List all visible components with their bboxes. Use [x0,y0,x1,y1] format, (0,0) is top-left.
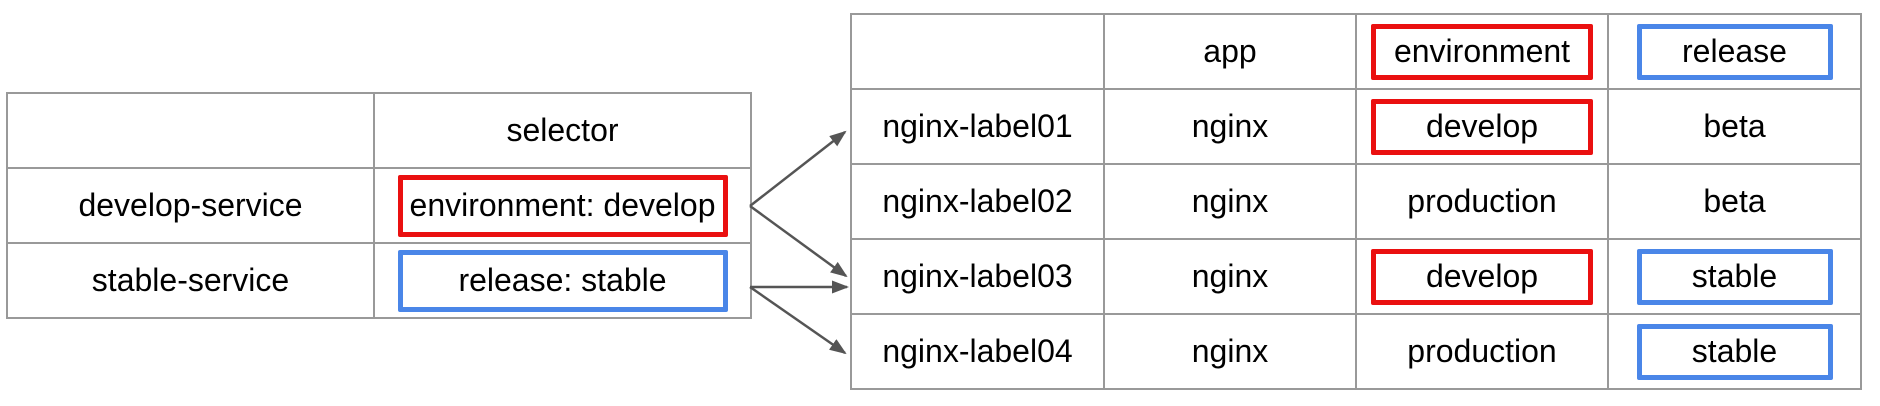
service-name-cell: stable-service [6,242,375,319]
pods-header-empty-cell [850,13,1105,90]
pods-table: app environment release nginx-label01 ng… [850,13,1862,390]
pod-environment-cell: production [1355,163,1609,240]
arrow-develop-service-selector-to-nginx-label03 [749,204,848,278]
release-header-highlight-box: release [1636,23,1833,80]
pods-header-release-cell: release [1607,13,1862,90]
service-selector-cell: environment: develop [373,167,752,244]
pod-release-cell: beta [1607,163,1862,240]
service-name-cell: develop-service [6,167,375,244]
pod-app-cell: nginx [1103,163,1357,240]
environment-highlight-box: develop [1371,98,1593,155]
arrow-develop-service-selector-to-nginx-label01 [749,130,847,207]
table-row: nginx-label02 nginx production beta [850,163,1862,240]
arrow-stable-service-selector-to-nginx-label04 [749,285,847,355]
table-row: nginx-label04 nginx production stable [850,313,1862,390]
services-header-empty-cell [6,92,375,169]
pod-name-cell: nginx-label03 [850,238,1105,315]
selector-highlight-box-red: environment: develop [397,174,728,237]
table-row: nginx-label01 nginx develop beta [850,88,1862,165]
pod-name-cell: nginx-label01 [850,88,1105,165]
services-table: selector develop-service environment: de… [6,92,752,319]
pod-release-cell: beta [1607,88,1862,165]
service-selector-cell: release: stable [373,242,752,319]
pod-release-cell: stable [1607,313,1862,390]
table-row: nginx-label03 nginx develop stable [850,238,1862,315]
pod-name-cell: nginx-label04 [850,313,1105,390]
services-header-selector-cell: selector [373,92,752,169]
pods-header-app-cell: app [1103,13,1357,90]
release-highlight-box: stable [1636,323,1833,380]
selector-highlight-box-blue: release: stable [397,249,728,312]
table-row: stable-service release: stable [6,242,752,319]
pod-app-cell: nginx [1103,88,1357,165]
table-row: develop-service environment: develop [6,167,752,244]
pod-name-cell: nginx-label02 [850,163,1105,240]
pod-app-cell: nginx [1103,313,1357,390]
environment-header-highlight-box: environment [1371,23,1593,80]
pod-environment-cell: develop [1355,238,1609,315]
pod-environment-cell: production [1355,313,1609,390]
pods-header-environment-cell: environment [1355,13,1609,90]
environment-highlight-box: develop [1371,248,1593,305]
release-highlight-box: stable [1636,248,1833,305]
services-header-row: selector [6,92,752,169]
pods-header-row: app environment release [850,13,1862,90]
pod-release-cell: stable [1607,238,1862,315]
pod-environment-cell: develop [1355,88,1609,165]
pod-app-cell: nginx [1103,238,1357,315]
